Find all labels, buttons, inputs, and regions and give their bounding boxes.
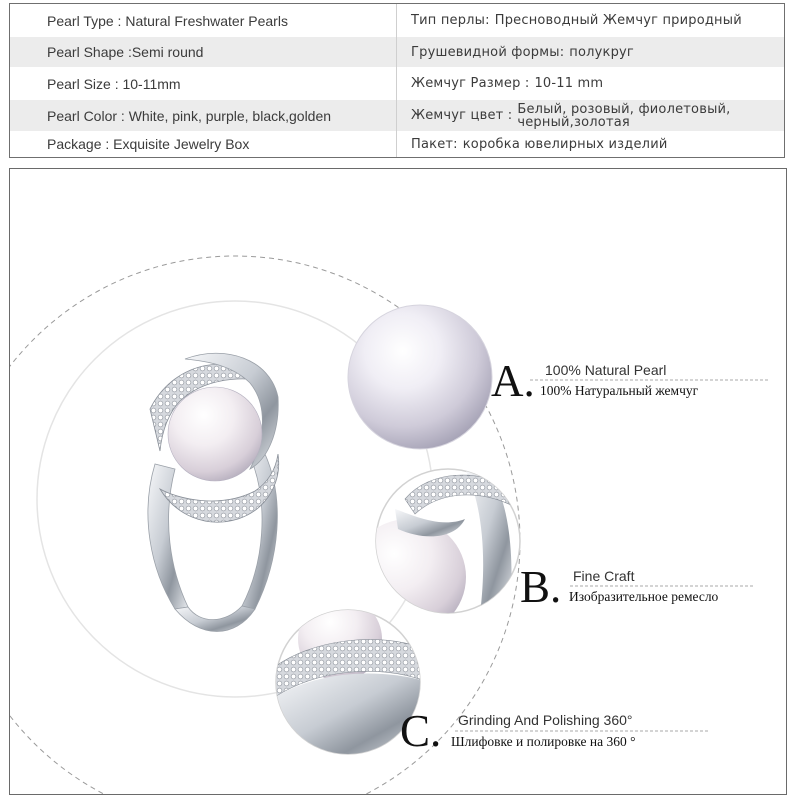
- callout-title-ru-c: Шлифовке и полировке на 360 °: [451, 734, 636, 749]
- callout-title-ru-a: 100% Натуральный жемчуг: [540, 383, 699, 398]
- spec-ru-value: коробка ювелирных изделий: [462, 136, 668, 152]
- spec-ru-label: Грушевидной формы:: [411, 44, 565, 60]
- craft-closeup-icon: [375, 468, 521, 614]
- spec-ru-value: Белый, розовый, фиолетовый, черный,золот…: [517, 101, 731, 130]
- spec-table: Pearl Type : Natural Freshwater Pearls Т…: [9, 3, 785, 158]
- feature-panel: A. 100% Natural Pearl 100% Натуральный ж…: [9, 168, 787, 795]
- polish-closeup-icon: [275, 609, 421, 755]
- spec-ru-package: Пакет: коробка ювелирных изделий: [397, 131, 784, 157]
- spec-en-type: Pearl Type : Natural Freshwater Pearls: [10, 4, 397, 37]
- feature-illustration: [10, 255, 770, 794]
- spec-ru-label: Жемчуг Размер :: [411, 76, 530, 91]
- callout-letter-c: C.: [400, 706, 442, 756]
- spec-ru-value: 10-11 mm: [534, 76, 604, 91]
- spec-ru-color: Жемчуг цвет : Белый, розовый, фиолетовый…: [397, 100, 784, 131]
- pearl-ring-icon: [147, 352, 280, 632]
- spec-ru-type: Тип перлы: Пресноводный Жемчуг природный: [397, 4, 784, 37]
- spec-ru-value: Пресноводный Жемчуг природный: [494, 13, 742, 28]
- spec-ru-label: Тип перлы:: [411, 13, 490, 28]
- spec-ru-value: полукруг: [569, 44, 634, 60]
- spec-row-size: Pearl Size : 10-11mm Жемчуг Размер : 10-…: [10, 67, 784, 100]
- spec-en-shape: Pearl Shape :Semi round: [10, 37, 397, 67]
- spec-row-package: Package : Exquisite Jewelry Box Пакет: к…: [10, 131, 784, 157]
- spec-ru-label: Пакет:: [411, 136, 458, 152]
- spec-row-color: Pearl Color : White, pink, purple, black…: [10, 100, 784, 131]
- spec-en-color: Pearl Color : White, pink, purple, black…: [10, 100, 397, 131]
- spec-ru-size: Жемчуг Размер : 10-11 mm: [397, 67, 784, 100]
- callout-title-en-c: Grinding And Polishing 360°: [458, 712, 633, 728]
- spec-ru-shape: Грушевидной формы: полукруг: [397, 37, 784, 67]
- spec-ru-label: Жемчуг цвет :: [411, 108, 513, 123]
- callout-title-en-a: 100% Natural Pearl: [545, 362, 667, 378]
- callout-title-en-b: Fine Craft: [573, 568, 635, 584]
- callout-title-ru-b: Изобразительное ремесло: [569, 589, 719, 604]
- spec-row-type: Pearl Type : Natural Freshwater Pearls Т…: [10, 4, 784, 37]
- pearl-closeup-icon: [347, 304, 493, 450]
- callout-letter-b: B.: [520, 562, 562, 612]
- spec-en-package: Package : Exquisite Jewelry Box: [10, 131, 397, 157]
- callout-letter-a: A.: [491, 356, 535, 406]
- spec-en-size: Pearl Size : 10-11mm: [10, 67, 397, 100]
- spec-row-shape: Pearl Shape :Semi round Грушевидной форм…: [10, 37, 784, 67]
